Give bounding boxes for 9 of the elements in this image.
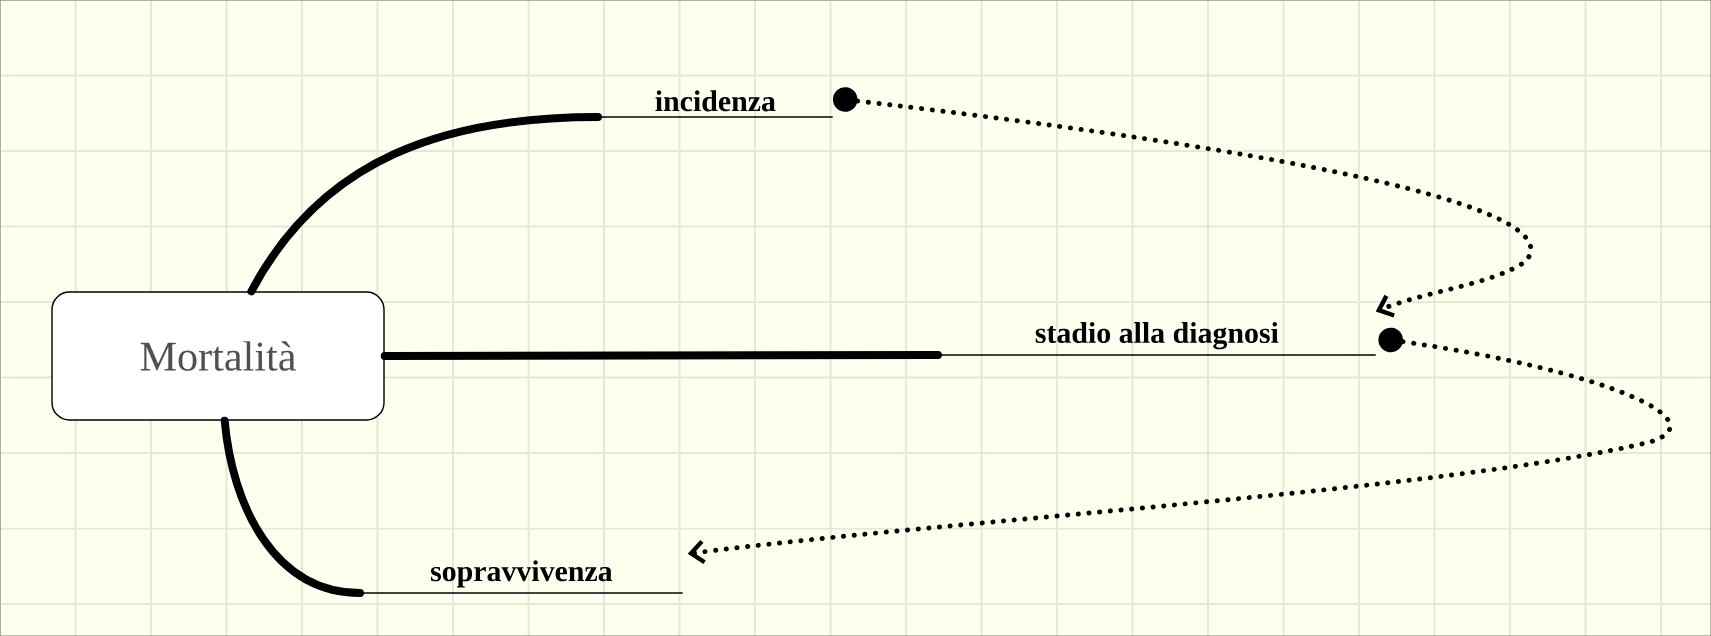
connector [687, 327, 1673, 565]
connector [220, 416, 364, 597]
topic-box: Mortalità [51, 291, 385, 421]
connector [832, 87, 1533, 318]
branch-label: sopravvivenza [359, 560, 684, 594]
branch-label: stadio alla diagnosi [937, 322, 1377, 356]
branch-label: incidenza [597, 90, 834, 118]
connector [380, 351, 942, 360]
connector [247, 113, 602, 296]
